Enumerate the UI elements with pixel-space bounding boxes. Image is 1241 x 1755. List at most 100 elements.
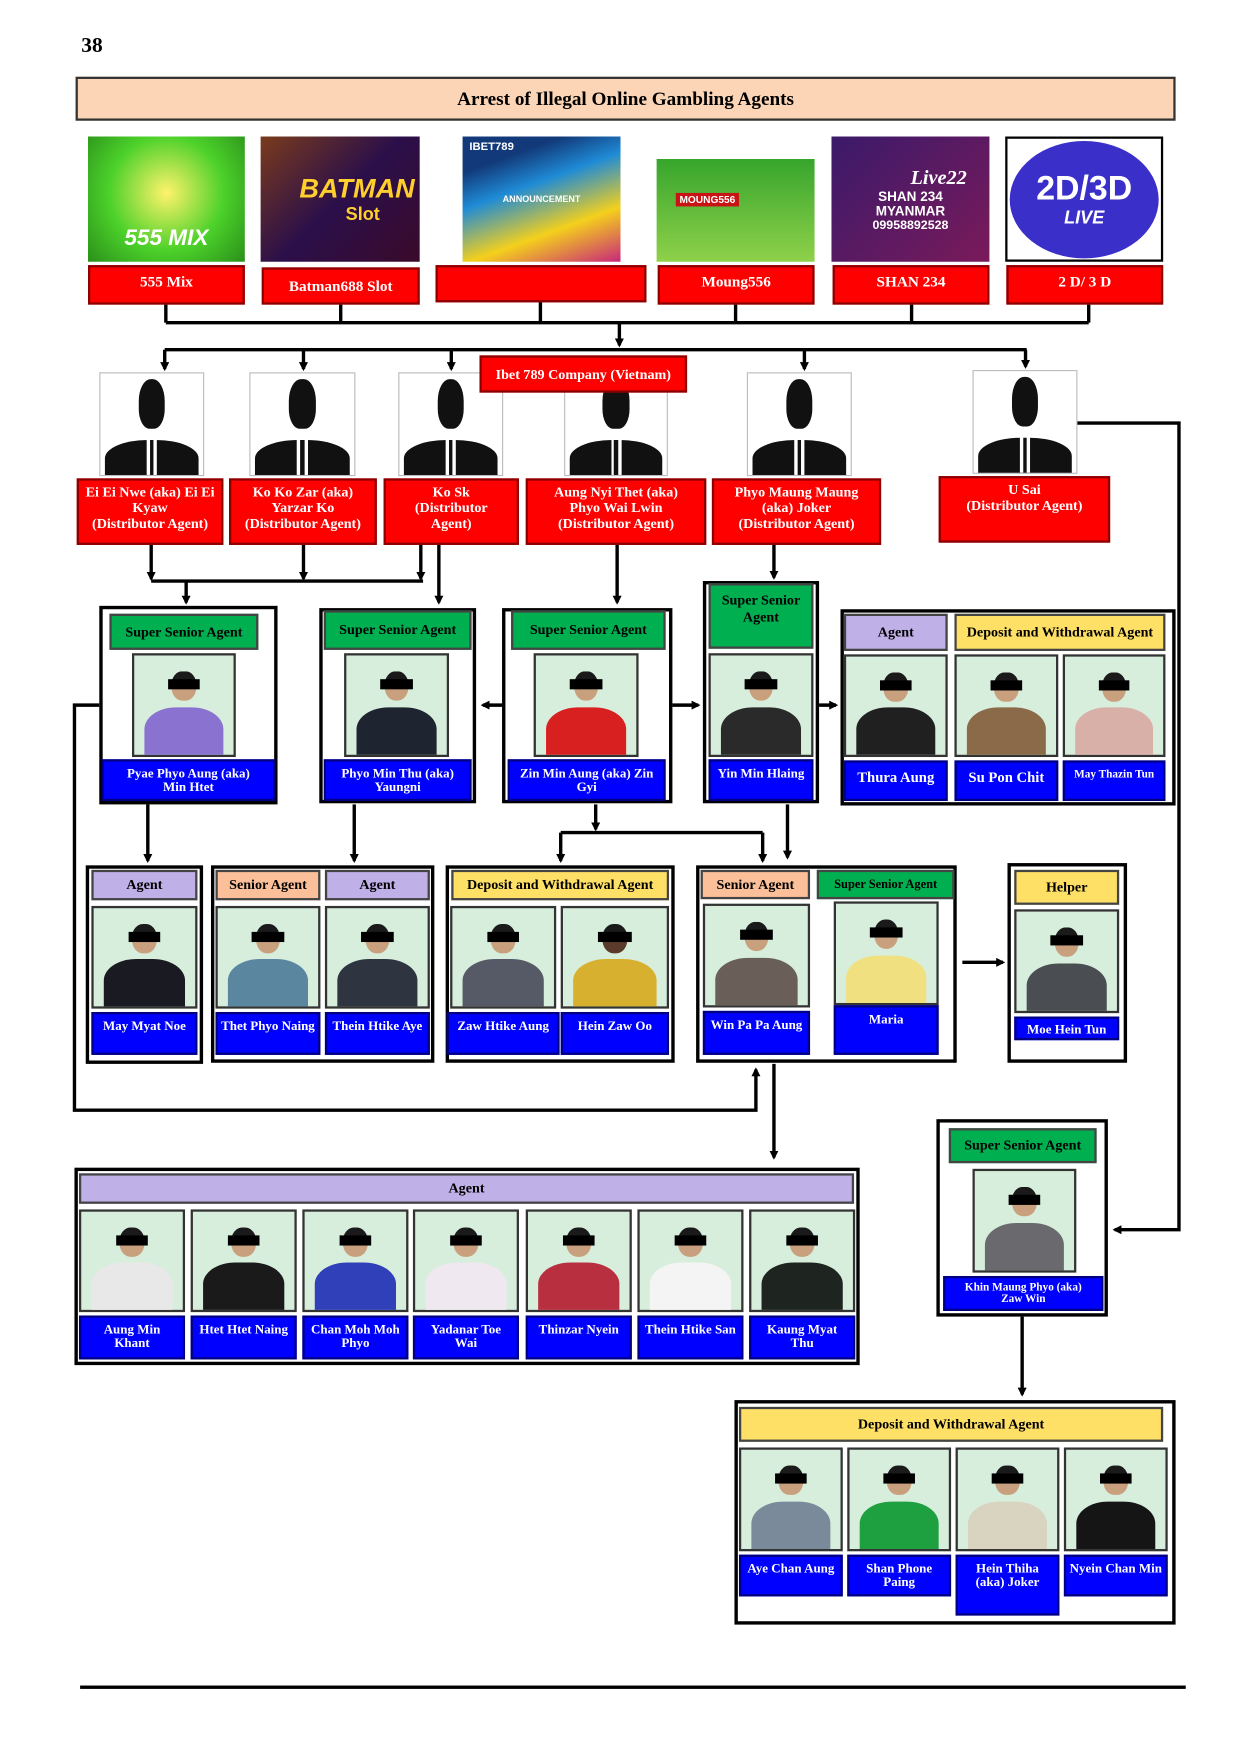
role-header: Super Senior Agent [816,869,955,900]
suspect-name: Maria [833,1005,939,1055]
suspect-photo [302,1209,409,1313]
role-header: Deposit and Withdrawal Agent [451,869,670,901]
silhouette-icon [972,370,1078,474]
suspect-photo [1062,654,1166,758]
platform-label: Moung556 [657,265,815,305]
logo-text: SHAN 234 MYANMAR [875,188,946,219]
suspect-name: Thein Htike San [637,1315,744,1360]
suspect-name: Yin Min Hlaing [708,759,814,802]
platform-label: 555 Mix [87,265,245,305]
distributor-name: Ko Sk (Distributor Agent) [383,478,519,545]
distributor-name: Ko Ko Zar (aka) Yarzar Ko (Distributor A… [229,478,377,545]
suspect-photo [843,654,948,758]
distributor-name: U Sai (Distributor Agent) [938,476,1111,543]
logo-text: IBET789 [469,141,514,154]
silhouette-icon [99,372,205,477]
logo-subtext: Slot [345,204,380,224]
suspect-name: Su Pon Chit [954,760,1059,802]
logo-subtext: LIVE [1064,208,1105,228]
suspect-name: Thet Phyo Naing [215,1011,321,1055]
logo-text: 555 MIX [124,225,209,251]
suspect-photo [91,905,198,1009]
suspect-photo [1014,909,1120,1014]
suspect-photo [738,1447,843,1552]
suspect-name: Kaung Myat Thu [749,1315,856,1360]
role-header: Agent [91,869,198,901]
suspect-name: Thein Htike Aye [324,1011,430,1055]
logo-2d3d-live: 2D/3D LIVE [1005,136,1164,262]
suspect-photo [954,654,1059,758]
suspect-name: May Thazin Tun [1062,760,1166,802]
suspect-photo [1063,1447,1168,1552]
suspect-photo [533,653,639,758]
suspect-name: Hein Zaw Oo [560,1011,670,1055]
suspect-name: Aung Min Khant [78,1315,186,1360]
role-header: Super Senior Agent [511,610,666,650]
role-header: Agent [78,1173,855,1204]
platform-label: Batman688 Slot [261,267,420,305]
platform-label: SHAN 234 [832,265,990,305]
role-header: Super Senior Agent [323,610,472,650]
suspect-photo [749,1209,856,1313]
logo-moung556: MOUNG556 [656,136,815,262]
suspect-photo [525,1209,632,1313]
page-title: Arrest of Illegal Online Gambling Agents [75,76,1176,121]
suspect-name: Yadanar Toe Wai [412,1315,519,1360]
page-number: 38 [81,33,103,58]
suspect-photo [702,903,811,1008]
role-header: Deposit and Withdrawal Agent [954,613,1166,651]
silhouette-icon [249,372,356,477]
role-header: Super Senior Agent [948,1128,1097,1164]
suspect-name: Thinzar Nyein [525,1315,632,1360]
suspect-photo [560,905,670,1009]
suspect-photo [190,1209,297,1313]
distributor-name: Aung Nyi Thet (aka) Phyo Wai Lwin (Distr… [525,478,707,545]
role-header: Senior Agent [700,869,811,900]
suspect-photo [972,1168,1077,1273]
logo-text: BATMAN [299,173,415,204]
role-header: Super Senior Agent [708,583,814,649]
logo-text: 2D/3D [1036,169,1133,208]
platform-label [435,265,647,303]
suspect-photo [131,653,236,758]
distributor-name: Phyo Maung Maung (aka) Joker (Distributo… [711,478,882,545]
suspect-photo [708,653,814,758]
logo-555-mix: 555 MIX [87,136,245,262]
suspect-name: Phyo Min Thu (aka) Yaungni [323,759,472,802]
suspect-name: Thura Aung [843,760,948,802]
suspect-name: Moe Hein Tun [1014,1016,1120,1041]
role-header: Helper [1014,869,1120,905]
suspect-photo [450,905,557,1009]
company-label: Ibet 789 Company (Vietnam) [479,355,688,393]
suspect-name: Nyein Chan Min [1063,1554,1168,1597]
suspect-name: Zin Min Aung (aka) Zin Gyi [507,759,666,802]
suspect-photo [78,1209,186,1313]
suspect-photo [344,653,450,758]
logo-shan-234: Live22 SHAN 234 MYANMAR 09958892528 [831,136,990,262]
role-header: Agent [324,869,430,901]
logo-subtext: ANNOUNCEMENT [502,194,581,205]
suspect-photo [215,905,321,1009]
role-header: Agent [843,613,948,651]
logo-text: MOUNG556 [676,192,739,206]
role-header: Deposit and Withdrawal Agent [738,1406,1164,1442]
suspect-photo [955,1447,1060,1552]
suspect-name: Zaw Htike Aung [446,1011,560,1055]
suspect-name: Shan Phone Paing [847,1554,952,1597]
suspect-photo [637,1209,744,1313]
role-header: Super Senior Agent [109,613,259,650]
role-header: Senior Agent [215,869,321,901]
suspect-name: Htet Htet Naing [190,1315,297,1360]
suspect-photo [324,905,430,1009]
suspect-name: Pyae Phyo Aung (aka) Min Htet [101,759,276,802]
suspect-name: Hein Thiha (aka) Joker [955,1554,1060,1616]
logo-ibet789: IBET789 ANNOUNCEMENT [462,136,621,262]
suspect-photo [412,1209,519,1313]
logo-batman-slot: BATMAN Slot [260,136,420,262]
suspect-photo [833,901,939,1006]
suspect-name: Aye Chan Aung [738,1554,843,1597]
logo-phone: 09958892528 [872,218,949,233]
suspect-name: Khin Maung Phyo (aka) Zaw Win [943,1275,1104,1311]
suspect-name: Win Pa Pa Aung [702,1010,811,1055]
suspect-photo [847,1447,952,1552]
